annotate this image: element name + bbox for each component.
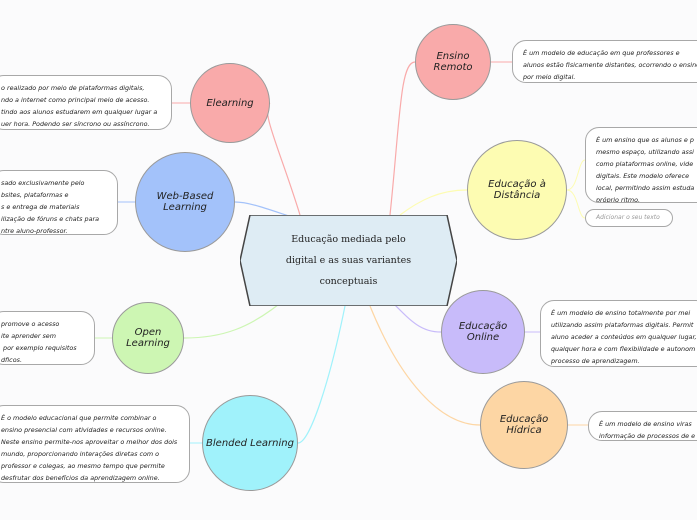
topic-web-based-learning[interactable]: Web-Based Learning (135, 152, 235, 252)
web-based-description[interactable]: sado exclusivamente pelo bsites, platafo… (0, 170, 118, 235)
distancia-description[interactable]: É um ensino que os alunos e p mesmo espa… (585, 127, 697, 203)
central-topic-shape (240, 215, 457, 306)
topic-educacao-hidrica[interactable]: Educação Hídrica (480, 381, 568, 469)
blended-description[interactable]: É o modelo educacional que permite combi… (0, 405, 190, 483)
elearning-description[interactable]: o realizado por meio de plataformas digi… (0, 75, 172, 130)
hidrica-description[interactable]: É um modelo de ensino viras informação d… (588, 411, 697, 441)
add-text-placeholder[interactable]: Adicionar o seu texto (585, 209, 673, 227)
topic-educacao-distancia[interactable]: Educação à Distância (467, 140, 567, 240)
topic-elearning[interactable]: Elearning (190, 63, 270, 143)
ensino-remoto-description[interactable]: É um modelo de educação em que professor… (512, 40, 697, 83)
open-learning-description[interactable]: promove o acesso ite aprender sem por ex… (0, 311, 95, 365)
central-topic[interactable]: Educação mediada pelo digital e as suas … (285, 234, 412, 287)
online-description[interactable]: É um modelo de ensino totalmente por mei… (540, 300, 697, 367)
topic-open-learning[interactable]: Open Learning (112, 302, 184, 374)
topic-blended-learning[interactable]: Blended Learning (202, 395, 298, 491)
topic-educacao-online[interactable]: Educação Online (441, 290, 525, 374)
topic-ensino-remoto[interactable]: Ensino Remoto (415, 24, 491, 100)
